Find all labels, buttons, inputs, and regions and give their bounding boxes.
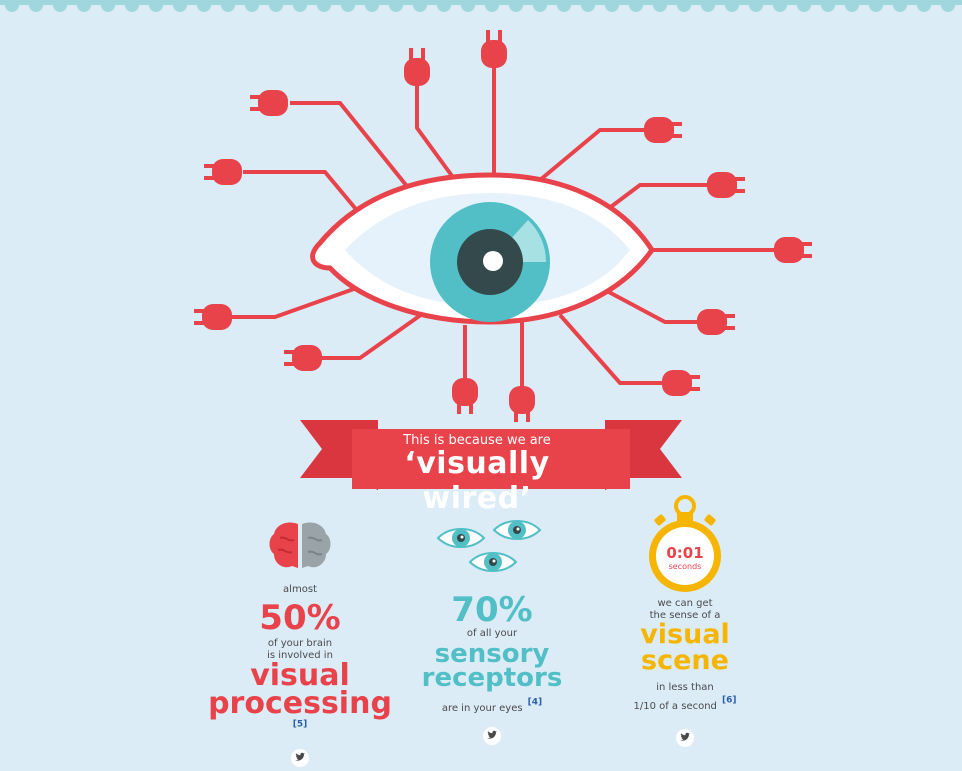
- stat-eyes-word1: sensory: [434, 639, 550, 669]
- stat-brain: almost 50% of your brain is involved in …: [200, 518, 400, 771]
- stat-eyes-desc1: of all your: [466, 628, 518, 639]
- stopwatch-icon: 0:01 seconds: [645, 494, 725, 592]
- stat-brain-desc2: is involved in: [267, 650, 333, 661]
- stat-brain-ref[interactable]: [5]: [292, 719, 308, 730]
- stat-stopwatch-desc1: we can get: [657, 598, 713, 609]
- twitter-icon: [487, 730, 497, 739]
- twitter-icon: [680, 732, 690, 741]
- top-wave-border: [0, 0, 962, 12]
- stat-stopwatch-desc2: the sense of a: [649, 610, 721, 621]
- twitter-share-stopwatch[interactable]: [676, 729, 694, 747]
- twitter-share-eyes[interactable]: [483, 727, 501, 745]
- stopwatch-time: 0:01: [666, 544, 704, 562]
- eyes-icon: [436, 520, 542, 572]
- stat-brain-desc1: of your brain: [267, 638, 333, 649]
- stopwatch-unit: seconds: [668, 562, 702, 571]
- twitter-icon: [295, 752, 305, 761]
- stat-stopwatch: 0:01 seconds we can get the sense of a v…: [585, 494, 785, 751]
- wired-eye-illustration: [194, 30, 812, 422]
- twitter-share-brain[interactable]: [291, 749, 309, 767]
- stat-eyes-post: are in your eyes: [441, 703, 523, 714]
- stat-eyes-value: 70%: [451, 590, 533, 630]
- stat-brain-value: 50%: [259, 598, 341, 638]
- banner-title: ‘visually wired’: [404, 446, 550, 516]
- stat-eyes-word2: receptors: [421, 663, 563, 693]
- stat-stopwatch-word1: visual: [640, 619, 730, 650]
- banner-subtitle: This is because we are: [403, 433, 551, 448]
- stat-brain-pre: almost: [283, 584, 317, 595]
- stat-eyes: 70% of all your sensory receptors are in…: [392, 518, 592, 749]
- ribbon-banner: [300, 420, 682, 490]
- stat-brain-word1: visual: [250, 658, 350, 693]
- brain-icon: [269, 522, 331, 568]
- stat-stopwatch-post2: 1/10 of a second: [633, 701, 717, 712]
- stat-eyes-ref[interactable]: [4]: [527, 697, 543, 708]
- stat-stopwatch-post1: in less than: [656, 682, 714, 693]
- stat-stopwatch-ref[interactable]: [6]: [722, 695, 737, 706]
- stat-brain-word2: processing: [208, 686, 392, 721]
- stat-stopwatch-word2: scene: [641, 645, 729, 676]
